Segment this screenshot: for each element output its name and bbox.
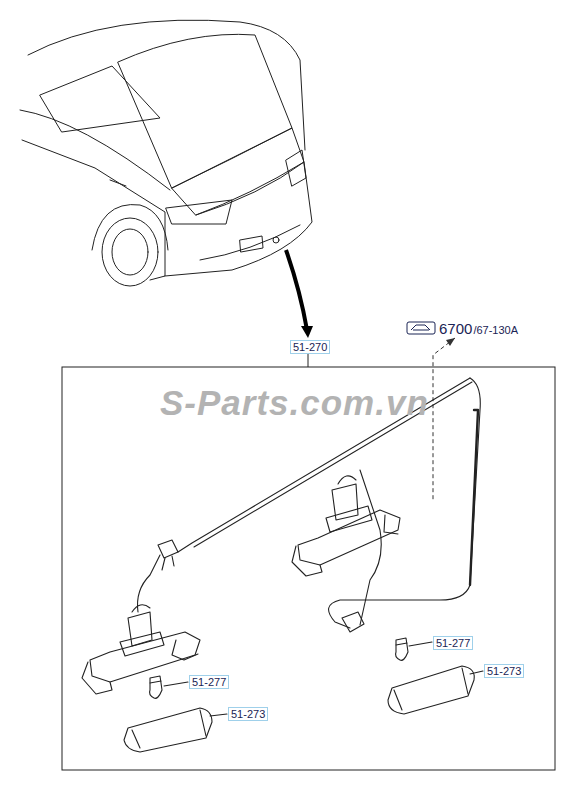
car-roof [28, 20, 305, 150]
door-handle [110, 180, 126, 186]
socket-base [326, 506, 372, 532]
pointer-head [301, 326, 313, 338]
bulb [396, 643, 407, 645]
wire-clip [342, 612, 364, 632]
callout-number: 51-273 [484, 664, 524, 678]
rear-wheel [102, 218, 158, 286]
reference-icon [411, 325, 430, 330]
wire-clip [158, 540, 178, 558]
tail-light-right [286, 150, 306, 186]
lamp-lens [388, 666, 474, 714]
socket-base [120, 632, 164, 656]
lamp-holder [292, 546, 322, 576]
lamp-lens [394, 668, 468, 710]
callout-number: 51-273 [228, 707, 268, 721]
reference-number: /67-130A [473, 324, 518, 336]
reference-head [446, 338, 455, 346]
watermark: S-Parts.com.vn [160, 384, 429, 422]
lamp-holder [384, 515, 398, 534]
lamp-holder [90, 632, 200, 682]
reference-line [433, 338, 455, 500]
lamp-socket [132, 605, 150, 612]
leader-line [308, 353, 309, 367]
wire-harness [138, 555, 161, 612]
lamp-socket [128, 612, 152, 646]
lamp-holder [298, 510, 400, 565]
bulb [150, 676, 163, 698]
reference-number: 6700 [439, 321, 472, 337]
body-line [20, 110, 170, 190]
bumper-line [200, 225, 300, 260]
leader-line [470, 671, 483, 674]
callout-number: 51-277 [433, 636, 473, 650]
callout-number: 51-277 [189, 675, 229, 689]
lamp-lens [132, 710, 206, 748]
wire-harness [360, 470, 381, 625]
group-pointer [286, 250, 307, 330]
trunk-lid [172, 128, 304, 215]
side-window [40, 66, 160, 132]
lamp-socket [338, 476, 356, 484]
wire-sleeve [470, 410, 478, 585]
wheel-arch [92, 205, 168, 250]
lamp-lens [124, 708, 212, 752]
leader-line [210, 714, 227, 716]
leader-line [409, 642, 432, 646]
lamp-holder [172, 640, 198, 660]
car-side [22, 140, 165, 280]
tail-light-left [166, 200, 232, 224]
bulb [396, 638, 409, 660]
reference-icon [407, 322, 435, 334]
leader-line [164, 682, 188, 686]
bulb [150, 681, 161, 683]
lamp-holder [82, 662, 112, 694]
rear-window [118, 34, 292, 188]
group-number: 51-270 [290, 340, 330, 354]
wheel-rim [112, 229, 148, 275]
group-frame [62, 367, 555, 770]
wire-clip [162, 556, 174, 570]
